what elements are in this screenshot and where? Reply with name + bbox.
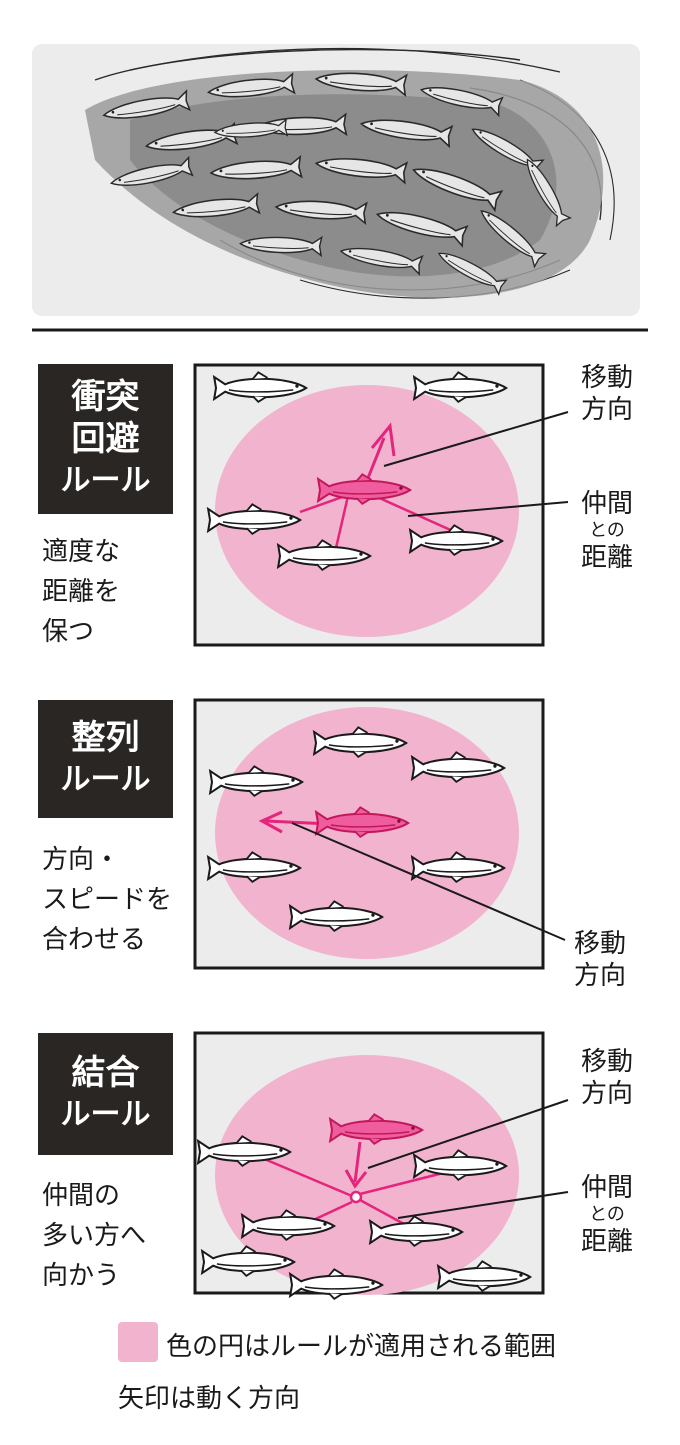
annotation-line: 仲間 (580, 1173, 633, 1203)
alignment-rule-title-line: 整列 (71, 718, 140, 758)
caption-line: 距離を (42, 577, 121, 607)
cohesion-rule-title-line: 結合 (71, 1053, 140, 1093)
cohesion-rule-diagram (193, 1031, 569, 1299)
fish-school-panel (32, 44, 640, 316)
collision-rule-title-line: 衝突 (71, 377, 140, 417)
caption-line: 方向・ (42, 845, 121, 875)
collision-rule-caption: 適度な 距離を 保つ (42, 532, 120, 652)
cohesion-distance-label: 仲間 との 距離 (572, 1172, 642, 1258)
annotation-line: 移動 (580, 1047, 633, 1077)
cohesion-rule-title-line: ルール (60, 1097, 151, 1132)
caption-line: スピードを (42, 885, 173, 915)
caption-line: 適度な (42, 537, 121, 567)
alignment-rule-title-box: 整列 ルール (38, 700, 173, 818)
annotation-line: 方向 (580, 1079, 633, 1109)
annotation-line: 仲間 (580, 489, 633, 519)
alignment-move-direction-label: 移動 方向 (565, 928, 635, 992)
cohesion-rule-title-box: 結合 ルール (38, 1033, 173, 1155)
annotation-line: 移動 (580, 363, 633, 393)
collision-rule-diagram (193, 363, 569, 647)
alignment-rule-caption: 方向・ スピードを 合わせる (42, 840, 172, 960)
caption-line: 保つ (42, 617, 95, 647)
annotation-line: 方向 (573, 961, 626, 991)
annotation-line: 移動 (573, 929, 626, 959)
legend-pink-swatch (118, 1322, 158, 1362)
caption-line: 向かう (42, 1261, 121, 1291)
collision-move-direction-label: 移動 方向 (572, 362, 642, 426)
annotation-line: 距離 (580, 1227, 633, 1257)
annotation-line-small: との (589, 1204, 625, 1225)
alignment-rule-title-line: ルール (60, 762, 151, 797)
collision-distance-label: 仲間 との 距離 (572, 488, 642, 574)
legend-range-text: 色の円はルールが適用される範囲 (166, 1332, 557, 1362)
legend-arrow-text: 矢印は動く方向 (118, 1384, 301, 1414)
collision-rule-title-line: ルール (60, 463, 151, 498)
caption-line: 合わせる (42, 925, 147, 955)
cohesion-rule-caption: 仲間の 多い方へ 向かう (42, 1176, 146, 1296)
caption-line: 仲間の (42, 1181, 121, 1211)
collision-rule-title-box: 衝突 回避 ルール (38, 364, 173, 514)
collision-rule-title-line: 回避 (71, 419, 140, 459)
alignment-rule-diagram (193, 698, 566, 970)
caption-line: 多い方へ (42, 1221, 147, 1251)
cohesion-move-direction-label: 移動 方向 (572, 1046, 642, 1110)
annotation-line: 距離 (580, 543, 633, 573)
annotation-line: 方向 (580, 395, 633, 425)
annotation-line-small: との (589, 520, 625, 541)
